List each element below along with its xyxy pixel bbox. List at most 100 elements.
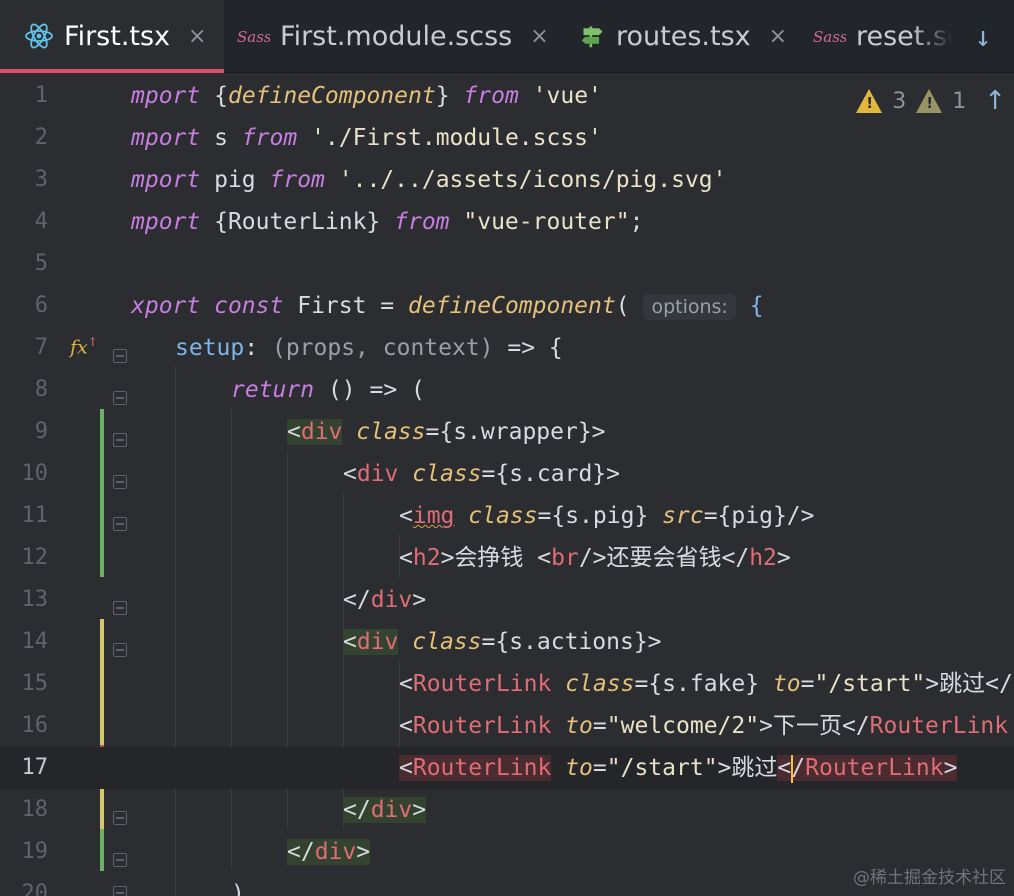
parameter-hint: options:: [643, 294, 736, 320]
tab-first-module-scss[interactable]: Sass First.module.scss ×: [236, 0, 566, 72]
weak-warning-count: 1: [952, 88, 967, 114]
code-line[interactable]: 19 </div>: [0, 831, 1014, 873]
code-text: <RouterLink to="welcome/2">下一页</RouterLi…: [399, 713, 1009, 739]
line-number: 17: [21, 755, 49, 780]
react-icon: [25, 23, 53, 49]
code-text: </div>: [343, 797, 427, 823]
code-text: </div>: [287, 839, 371, 865]
code-line-current[interactable]: 17 <RouterLink to="/start">跳过</RouterLin…: [0, 747, 1014, 789]
code-editor[interactable]: fx↑ 1 mport {defineComponent} from 'vue'…: [0, 73, 1014, 896]
signpost-icon: [581, 26, 603, 48]
line-number: 16: [21, 713, 49, 738]
weak-warning-icon: !: [916, 89, 943, 113]
fold-toggle-icon[interactable]: [113, 391, 127, 405]
text-caret: [791, 754, 794, 783]
code-text: <img class={s.pig} src={pig}/>: [399, 503, 815, 529]
line-number: 7: [34, 335, 48, 360]
fold-toggle-icon[interactable]: [113, 475, 127, 489]
indent-guide: [399, 535, 400, 577]
indent-guide: [231, 409, 232, 869]
code-line[interactable]: 16 <RouterLink to="welcome/2">下一页</Route…: [0, 705, 1014, 747]
tab-label: First.module.scss: [280, 20, 513, 52]
fold-toggle-icon[interactable]: [113, 517, 127, 531]
line-number: 13: [21, 587, 49, 612]
code-text: mport {defineComponent} from 'vue': [131, 83, 602, 109]
tab-first-tsx[interactable]: First.tsx ×: [0, 0, 224, 73]
fold-toggle-icon[interactable]: [113, 886, 127, 896]
tab-routes-tsx[interactable]: routes.tsx ×: [580, 0, 800, 72]
function-gutter-icon[interactable]: fx↑: [70, 335, 98, 359]
fold-toggle-icon[interactable]: [113, 433, 127, 447]
vcs-added-marker[interactable]: [100, 409, 104, 577]
code-line[interactable]: 14 <div class={s.actions}>: [0, 621, 1014, 663]
sass-icon: Sass: [813, 28, 846, 46]
indent-guide: [343, 493, 344, 829]
svg-text:Sass: Sass: [237, 28, 270, 46]
code-text: <div class={s.card}>: [343, 461, 620, 487]
code-text: return () => (: [231, 377, 425, 403]
watermark: @稀土掘金技术社区: [853, 868, 1006, 888]
previous-highlight-icon[interactable]: ↑: [984, 86, 1006, 116]
code-line[interactable]: 15 <RouterLink class={s.fake} to="/start…: [0, 663, 1014, 705]
close-icon[interactable]: ×: [530, 23, 549, 49]
vcs-added-marker[interactable]: [100, 829, 104, 871]
line-number: 20: [21, 881, 49, 896]
line-number: 10: [21, 461, 49, 486]
code-text: </div>: [343, 587, 427, 613]
code-line[interactable]: 7 setup: (props, context) => {: [0, 327, 1014, 369]
indent-guide: [287, 451, 288, 829]
code-line[interactable]: 6 xport const First = defineComponent( o…: [0, 285, 1014, 327]
close-icon[interactable]: ×: [188, 23, 207, 49]
fold-toggle-icon[interactable]: [113, 349, 127, 363]
arrow-down-icon: ↓: [974, 19, 992, 53]
line-number: 8: [34, 377, 48, 402]
code-text: ): [231, 881, 245, 896]
code-line[interactable]: 5: [0, 243, 1014, 285]
code-text: setup: (props, context) => {: [175, 335, 563, 361]
code-line[interactable]: 1 mport {defineComponent} from 'vue': [0, 75, 1014, 117]
warning-count: 3: [892, 88, 907, 114]
code-text: <RouterLink to="/start">跳过</RouterLink>: [399, 754, 958, 783]
code-line[interactable]: 18 </div>: [0, 789, 1014, 831]
warning-icon: !: [856, 89, 883, 113]
line-number: 14: [21, 629, 49, 654]
code-text: <div class={s.wrapper}>: [287, 419, 606, 445]
code-line[interactable]: 8 return () => (: [0, 369, 1014, 411]
fold-toggle-icon[interactable]: [113, 601, 127, 615]
line-number: 9: [34, 419, 48, 444]
line-number: 5: [34, 251, 48, 276]
inspection-widget[interactable]: ! 3 ! 1 ↑: [856, 86, 1006, 116]
vcs-modified-marker[interactable]: [100, 787, 104, 829]
fold-toggle-icon[interactable]: [113, 811, 127, 825]
editor-tab-bar: First.tsx × Sass First.module.scss × rou…: [0, 0, 1014, 73]
line-number: 11: [21, 503, 49, 528]
code-text: mport s from './First.module.scss': [131, 125, 602, 151]
indent-guide: [399, 661, 400, 787]
line-number: 2: [34, 125, 48, 150]
code-line[interactable]: 4 mport {RouterLink} from "vue-router";: [0, 201, 1014, 243]
code-line[interactable]: 10 <div class={s.card}>: [0, 453, 1014, 495]
code-line[interactable]: 12 <h2>会挣钱 <br/>还要会省钱</h2>: [0, 537, 1014, 579]
sass-icon: Sass: [237, 28, 270, 46]
fold-toggle-icon[interactable]: [113, 853, 127, 867]
code-line[interactable]: 11 <img class={s.pig} src={pig}/>: [0, 495, 1014, 537]
fold-toggle-icon[interactable]: [113, 643, 127, 657]
tab-label: routes.tsx: [616, 20, 751, 52]
line-number: 12: [21, 545, 49, 570]
code-line[interactable]: 13 </div>: [0, 579, 1014, 621]
tab-overflow-button[interactable]: ↓: [952, 0, 1014, 72]
line-number: 1: [34, 83, 48, 108]
close-icon[interactable]: ×: [768, 23, 788, 49]
vcs-modified-marker[interactable]: [100, 619, 104, 745]
tab-fade: [912, 0, 952, 72]
code-line[interactable]: 20 ): [0, 873, 1014, 896]
code-text: mport pig from '../../assets/icons/pig.s…: [131, 167, 727, 193]
code-text: <h2>会挣钱 <br/>还要会省钱</h2>: [399, 545, 791, 571]
svg-text:Sass: Sass: [813, 28, 846, 46]
code-text: mport {RouterLink} from "vue-router";: [131, 209, 644, 235]
line-number: 3: [34, 167, 48, 192]
code-line[interactable]: 3 mport pig from '../../assets/icons/pig…: [0, 159, 1014, 201]
code-text: <RouterLink class={s.fake} to="/start">跳…: [399, 671, 1013, 697]
code-line[interactable]: 2 mport s from './First.module.scss': [0, 117, 1014, 159]
code-line[interactable]: 9 <div class={s.wrapper}>: [0, 411, 1014, 453]
